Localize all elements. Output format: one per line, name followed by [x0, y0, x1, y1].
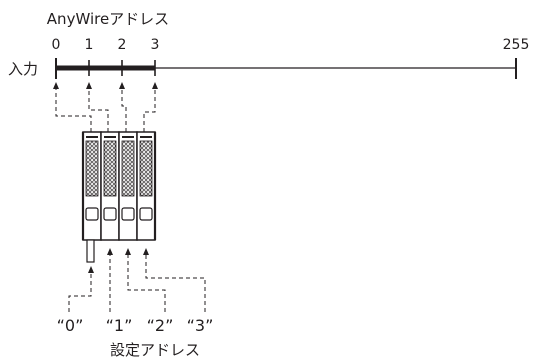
connector-up-3 — [143, 86, 156, 132]
address-axis — [55, 58, 517, 79]
tick-label-3: 3 — [151, 37, 160, 53]
anywire-address-title: AnyWireアドレス — [47, 10, 169, 28]
tick-label-0: 0 — [52, 37, 61, 53]
connector-up-0 — [55, 86, 92, 132]
connector-up-1 — [88, 86, 109, 132]
module-unit-1 — [100, 131, 120, 241]
connector-down-3 — [145, 252, 206, 312]
tick-label-2: 2 — [118, 37, 127, 53]
arrowhead-down-1 — [107, 248, 113, 255]
arrowhead-down-3 — [143, 248, 149, 255]
arrowhead-down-0 — [88, 266, 94, 273]
module-unit-2 — [118, 131, 138, 241]
led-grid-0 — [85, 140, 99, 197]
connector-up-2 — [121, 86, 127, 132]
tick-label-1: 1 — [85, 37, 94, 53]
upper-connectors — [55, 86, 156, 132]
led-grid-2 — [121, 140, 135, 197]
connector-down-2 — [127, 252, 166, 312]
tick-label-255: 255 — [503, 37, 530, 53]
address-switch-1 — [103, 207, 117, 221]
setting-label-2: “2” — [147, 316, 174, 335]
led-grid-1 — [103, 140, 117, 197]
address-switch-3 — [139, 207, 153, 221]
arrowhead-up-1 — [86, 82, 92, 89]
setting-label-1: “1” — [106, 316, 133, 335]
arrowhead-down-2 — [125, 248, 131, 255]
cable-stub — [86, 239, 95, 263]
arrowhead-up-3 — [152, 82, 158, 89]
arrowhead-up-2 — [119, 82, 125, 89]
module-unit-3 — [136, 131, 156, 241]
setting-label-0: “0” — [57, 316, 84, 335]
input-label: 入力 — [8, 60, 38, 78]
upper-arrowheads — [53, 82, 158, 89]
lower-arrowheads — [88, 248, 149, 273]
connector-down-0 — [68, 270, 92, 312]
lower-connectors — [68, 252, 206, 312]
address-switch-2 — [121, 207, 135, 221]
setting-address-caption: 設定アドレス — [110, 341, 200, 359]
setting-label-3: “3” — [187, 316, 214, 335]
module-unit-0 — [82, 131, 102, 241]
arrowhead-up-0 — [53, 82, 59, 89]
address-switch-0 — [85, 207, 99, 221]
led-grid-3 — [139, 140, 153, 197]
module-group — [81, 131, 157, 263]
